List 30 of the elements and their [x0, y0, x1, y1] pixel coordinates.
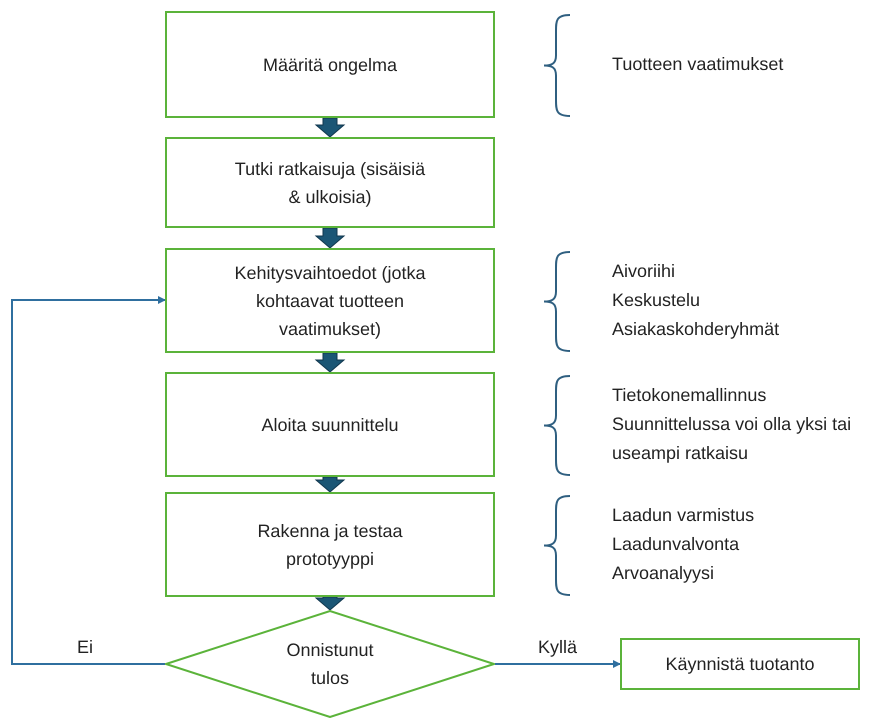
node-text: Rakenna ja testaa prototyyppi: [256, 520, 404, 571]
process-box: [165, 248, 495, 353]
node-text: Onnistunut tulos: [285, 639, 375, 690]
note-text: Tietokonemallinnus: [612, 384, 768, 407]
note-text: Arvoanalyysi: [612, 562, 716, 585]
node-text: Käynnistä tuotanto: [665, 653, 815, 676]
note-text: Suunnittelussa voi olla yksi tai useampi ratkaisu: [612, 413, 852, 465]
process-box: [165, 372, 495, 477]
process-box: [165, 137, 495, 228]
note-text: Laadunvalvonta: [612, 533, 740, 556]
arrow: [11, 296, 166, 665]
block-arrow: [314, 596, 346, 611]
block-arrow: [314, 228, 346, 249]
block-arrow: [314, 118, 346, 138]
process-box: [620, 638, 860, 690]
node-text: Aloita suunnittelu: [261, 414, 399, 436]
note-text: Tuotteen vaatimukset: [612, 53, 784, 76]
process-box: [165, 11, 495, 118]
decision-diamond: [165, 610, 495, 718]
note-text: Aivoriihi: [612, 260, 676, 283]
note-text: Laadun varmistus: [612, 504, 756, 527]
node-text: Kehitysvaihtoedot (jotka kohtaavat tuotteen vaatimukset): [233, 262, 427, 341]
process-box: [165, 492, 495, 597]
block-arrow: [314, 476, 346, 493]
node-text: Määritä ongelma: [262, 54, 398, 77]
block-arrow: [314, 352, 346, 373]
note-text: Keskustelu: [612, 289, 702, 312]
arrow: [495, 660, 621, 668]
node-text: Tutki ratkaisuja (sisäisiä & ulkoisia): [234, 158, 426, 209]
note-text: Asiakaskohderyhmät: [612, 318, 780, 341]
